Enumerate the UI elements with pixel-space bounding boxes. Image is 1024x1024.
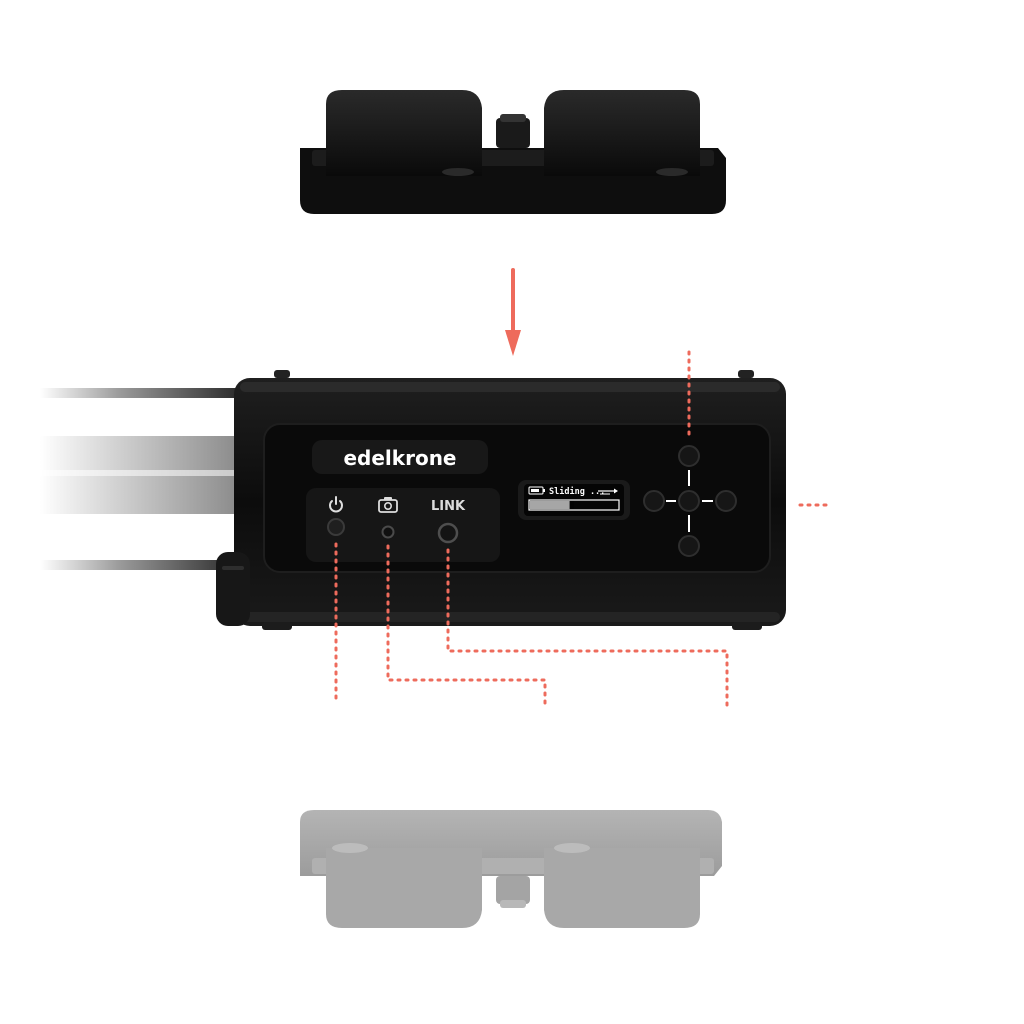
bottom-foot-right — [732, 622, 762, 630]
belt-top — [40, 388, 240, 398]
screen-progress-track — [528, 499, 620, 511]
carriage-bottom-edge — [240, 612, 780, 622]
brand-logo: edelkrone — [343, 446, 456, 470]
dpad-right-button[interactable] — [715, 490, 737, 512]
screen-progress-fill — [530, 501, 570, 509]
power-button[interactable] — [327, 518, 345, 536]
button-group-panel — [306, 488, 500, 562]
slider-rail — [40, 388, 240, 570]
top-left-screw — [442, 168, 474, 176]
bottom-right-screw — [554, 843, 590, 853]
arrow-head — [505, 330, 521, 356]
top-center-knob-cap — [500, 114, 526, 122]
power-icon — [329, 496, 343, 513]
top-center-knob — [496, 118, 530, 148]
bottom-left-pad — [326, 848, 482, 928]
brand-plate — [312, 440, 488, 474]
motion-icon — [598, 488, 618, 495]
bottom-foot-left — [262, 622, 292, 630]
callout-camera — [386, 544, 547, 708]
slider-carriage: edelkrone LINK Sliding ... — [216, 370, 786, 630]
link-button[interactable] — [437, 522, 459, 544]
camera-icon — [378, 497, 398, 513]
battery-icon — [528, 486, 545, 495]
dpad — [643, 445, 737, 557]
carriage-top-edge — [240, 382, 780, 392]
top-screw-left — [274, 370, 290, 378]
top-right-pad — [544, 90, 700, 176]
top-mount-plate — [300, 90, 726, 214]
bottom-center-knob — [496, 876, 530, 904]
dpad-center-button[interactable] — [678, 490, 700, 512]
callout-lines — [334, 350, 832, 708]
camera-button[interactable] — [381, 525, 395, 539]
side-knob — [216, 552, 250, 626]
dpad-down-button[interactable] — [678, 535, 700, 557]
link-label: LINK — [431, 499, 466, 514]
top-left-pad — [326, 90, 482, 176]
side-knob-groove — [222, 566, 244, 570]
bottom-left-screw — [332, 843, 368, 853]
insert-arrow — [505, 268, 521, 356]
bottom-mount-plate — [300, 810, 722, 928]
top-right-screw — [656, 168, 688, 176]
dpad-left-button[interactable] — [643, 490, 665, 512]
bottom-right-pad — [544, 848, 700, 928]
callout-link — [446, 548, 729, 708]
rail-highlight — [40, 470, 240, 476]
dpad-up-button[interactable] — [678, 445, 700, 467]
screen-status-text: Sliding ... — [549, 486, 605, 497]
screen-progress-dither — [530, 501, 574, 509]
top-screw-right — [738, 370, 754, 378]
belt-bottom — [40, 560, 240, 570]
bottom-center-knob-cap — [500, 900, 526, 908]
